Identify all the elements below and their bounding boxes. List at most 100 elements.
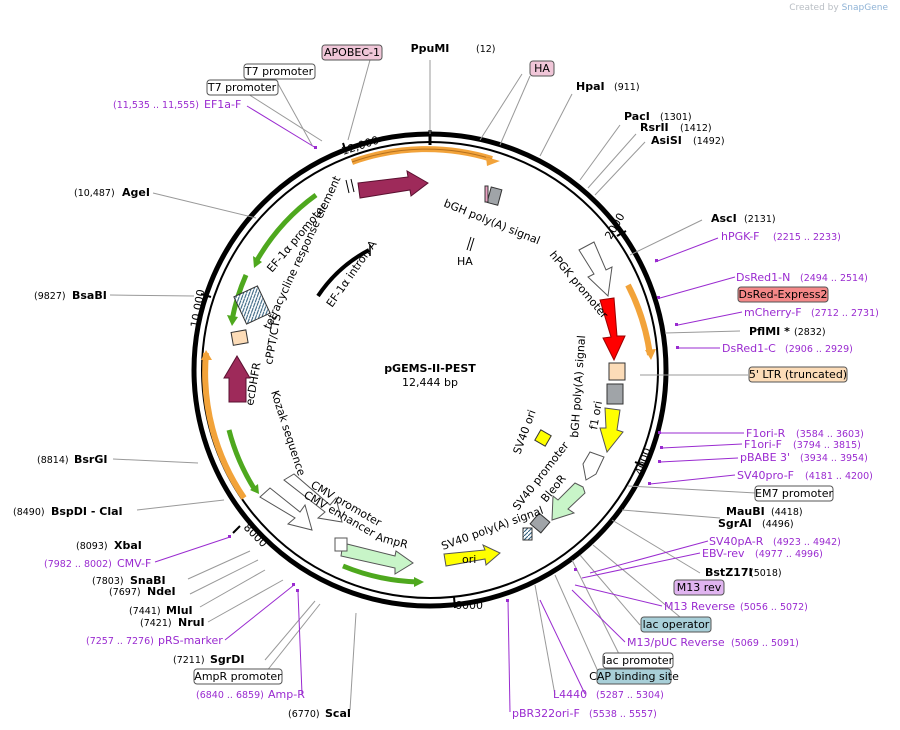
label-ha-inner: HA: [457, 255, 473, 268]
dsred-express2-box: [737, 286, 829, 303]
primer-dsred1-n-pos: (2494 .. 2514): [800, 273, 868, 284]
tick-label-8000: 8000: [241, 521, 270, 550]
lac-hatch-box: [522, 527, 533, 541]
enzyme-mlui-pos: (7441): [129, 606, 161, 617]
enzyme-paci: PacI: [624, 110, 650, 123]
enzyme-bsabi: BsaBI: [72, 289, 107, 302]
bleor-arrow: [551, 482, 586, 521]
ltr-label-box: [748, 366, 848, 383]
enzyme-xbai-pos: (8093): [76, 541, 108, 552]
label-ef1a-intron: EF-1α intron A: [324, 238, 380, 310]
primer-pbabe3-pos: (3934 .. 3954): [800, 453, 868, 464]
enzyme-snabi: SnaBI: [130, 574, 166, 587]
enzyme-hpai: HpaI: [576, 80, 605, 93]
label-ampr: AmpR: [374, 530, 409, 551]
enzyme-sgrdi-pos: (7211): [173, 655, 205, 666]
hpgk-promoter-arrow: [578, 241, 613, 298]
enzyme-bspdi-clai: BspDI - ClaI: [51, 505, 123, 518]
primer-l4440-pos: (5287 .. 5304): [596, 690, 664, 701]
ha-marker-1: [466, 236, 472, 251]
feature-arc-tre-head: [227, 315, 238, 326]
primer-pbr322ori-f-pos: (5538 .. 5557): [589, 709, 657, 720]
enzyme-sgrdi: SgrDI: [210, 653, 244, 666]
primer-dsred1-c-pos: (2906 .. 2929): [785, 344, 853, 355]
t7-marker-1: [345, 179, 350, 194]
enzyme-sgrai: SgrAI: [718, 517, 752, 530]
label-lac-operator: lac operator: [643, 618, 710, 631]
bgh-polya-box-1: [486, 186, 503, 206]
enzyme-ndei: NdeI: [147, 585, 176, 598]
tick-8000: [232, 525, 241, 534]
tick-10000: [200, 293, 212, 298]
primer-ebv-rev-pos: (4977 .. 4996): [755, 549, 823, 560]
enzyme-agei-pos: (10,487): [74, 188, 115, 199]
credit-prefix: Created by: [789, 3, 839, 13]
primer-mcherry-f-pos: (2712 .. 2731): [811, 308, 879, 319]
enzyme-paci-pos: (1301): [660, 112, 692, 123]
enzyme-mlui: MluI: [166, 604, 193, 617]
dsred-express2-arrow: [599, 297, 626, 362]
cppt-box: [230, 329, 249, 346]
enzyme-bstz17i: BstZ17I: [705, 566, 753, 579]
enzyme-maubi-pos: (4418): [771, 507, 803, 518]
feature-arc-dsred-head: [645, 349, 656, 360]
enzyme-bsabi-pos: (9827): [34, 291, 66, 302]
primer-f1ori-r: F1ori-R: [746, 427, 786, 440]
primer-sv40pro-f: SV40pro-F: [737, 469, 794, 482]
enzyme-ppumi: PpuMI: [411, 42, 450, 55]
primer-amp-r-pos: (6840 .. 6859): [196, 690, 264, 701]
cap-binding-box: [596, 668, 672, 685]
ori-arrow: [443, 544, 501, 567]
label-m13rev: M13 rev: [677, 581, 722, 594]
tick-12000: [342, 142, 346, 150]
label-lac-promoter: lac promoter: [603, 654, 674, 667]
enzyme-agei: AgeI: [122, 186, 150, 199]
label-cap: CAP binding site: [589, 670, 679, 683]
primer-sv40pro-f-pos: (4181 .. 4200): [805, 471, 873, 482]
enzyme-bsrgi: BsrGI: [74, 453, 107, 466]
sv40-promoter-arrow: [582, 451, 605, 481]
apobec-label-box: [321, 44, 383, 61]
t7-promoter-box-2: [206, 79, 279, 96]
label-kozak: Kozak sequence: [268, 389, 308, 478]
tre-box: [233, 285, 271, 325]
tick-label-6000: 6000: [455, 599, 483, 612]
feature-arc-dsred: [625, 283, 653, 356]
primer-dsred1-c: DsRed1-C: [722, 342, 776, 355]
primer-dsred1-n: DsRed1-N: [736, 271, 790, 284]
label-ha: HA: [534, 62, 550, 75]
primer-sv40pa-r: SV40pA-R: [709, 535, 764, 548]
feature-arc-apobec-head: [486, 157, 500, 166]
leader-lines-gray: [109, 59, 757, 711]
label-em7: EM7 promoter: [755, 487, 833, 500]
label-bgh-polya-2: bGH poly(A) signal: [568, 335, 588, 438]
label-ori: ori: [462, 553, 476, 566]
enzyme-scai: ScaI: [325, 707, 351, 720]
enzyme-ndei-pos: (7697): [109, 587, 141, 598]
primer-prs-marker-pos: (7257 .. 7276): [86, 636, 154, 647]
primer-mcherry-f: mCherry-F: [744, 306, 802, 319]
ha-label-box: [529, 60, 555, 77]
label-ampr-promoter: AmpR promoter: [194, 670, 282, 683]
lac-operator-box: [640, 616, 712, 633]
tick-4000: [634, 461, 646, 467]
primer-m13-reverse-pos: (5056 .. 5072): [740, 602, 808, 613]
feature-arc-left-orange-head: [201, 350, 212, 360]
sv40-polya-box: [529, 512, 551, 534]
label-apobec: APOBEC-1: [324, 46, 380, 59]
label-ecdhfr: ecDHFR: [243, 361, 263, 406]
feature-arc-apobec-edge: [351, 148, 493, 163]
ecdhfr-arrow: [223, 355, 251, 403]
enzyme-asci-pos: (2131): [744, 214, 776, 225]
m13rev-label-box: [673, 579, 725, 596]
feature-arc-ampr: [342, 563, 419, 585]
ampr-arrow: [340, 542, 414, 575]
enzyme-asisi-pos: (1492): [693, 136, 725, 147]
enzyme-snabi-pos: (7803): [92, 576, 124, 587]
enzyme-sgrai-pos: (4496): [762, 519, 794, 530]
ha-marker-2: [469, 237, 475, 252]
tick-6000: [453, 596, 456, 609]
leader-lines-primer: [154, 105, 744, 713]
primer-pbr322ori-f: pBR322ori-F: [512, 707, 580, 720]
ha-box: [484, 185, 489, 203]
